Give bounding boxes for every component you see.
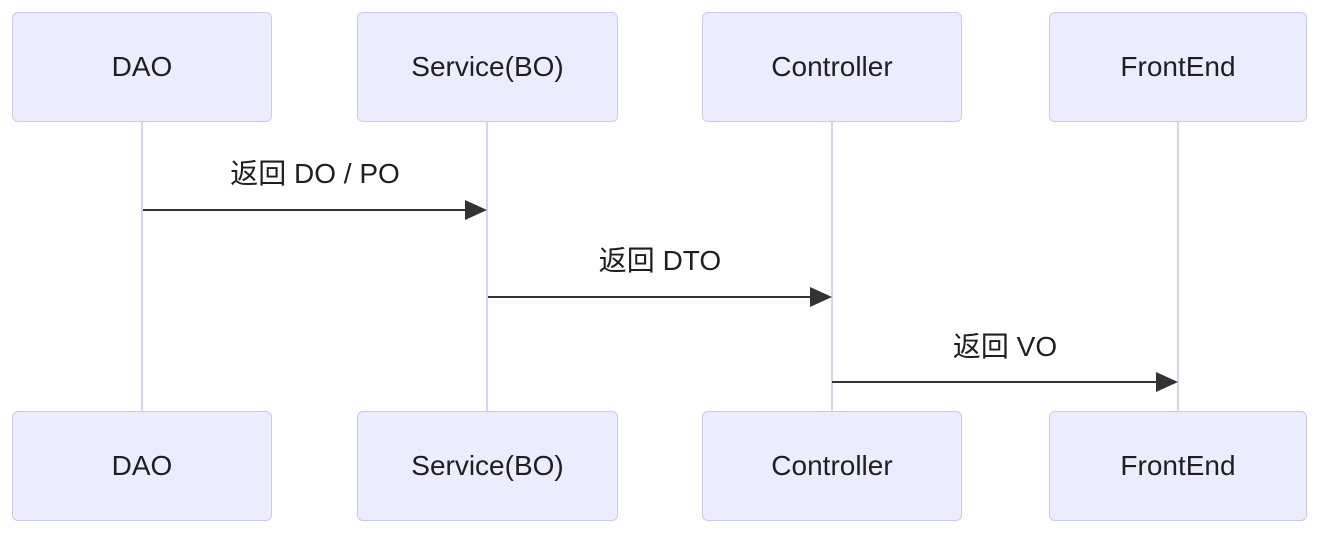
actor-label: Controller [771, 51, 893, 82]
actor-bottom-dao: DAO [12, 411, 272, 521]
actor-bottom-controller: Controller [702, 411, 962, 521]
actor-label: DAO [111, 51, 173, 82]
actor-label: Service(BO) [411, 51, 564, 82]
lifeline-frontend [1177, 122, 1179, 411]
arrowhead-icon [1156, 372, 1178, 392]
message-line-dao-to-service [143, 209, 467, 211]
actor-top-frontend: FrontEnd [1049, 12, 1307, 122]
actor-top-controller: Controller [702, 12, 962, 122]
lifeline-service [486, 122, 488, 411]
message-line-service-to-controller [488, 296, 812, 298]
actor-label: FrontEnd [1120, 450, 1236, 481]
message-label-controller-to-frontend: 返回 VO [952, 331, 1058, 362]
actor-top-dao: DAO [12, 12, 272, 122]
actor-label: Controller [771, 450, 893, 481]
lifeline-dao [141, 122, 143, 411]
actor-label: FrontEnd [1120, 51, 1236, 82]
arrowhead-icon [810, 287, 832, 307]
actor-label: Service(BO) [411, 450, 564, 481]
arrowhead-icon [465, 200, 487, 220]
message-label-service-to-controller: 返回 DTO [598, 245, 722, 276]
message-line-controller-to-frontend [832, 381, 1158, 383]
actor-top-service: Service(BO) [357, 12, 618, 122]
lifeline-controller [831, 122, 833, 411]
actor-label: DAO [111, 450, 173, 481]
actor-bottom-frontend: FrontEnd [1049, 411, 1307, 521]
actor-bottom-service: Service(BO) [357, 411, 618, 521]
message-label-dao-to-service: 返回 DO / PO [230, 158, 400, 189]
